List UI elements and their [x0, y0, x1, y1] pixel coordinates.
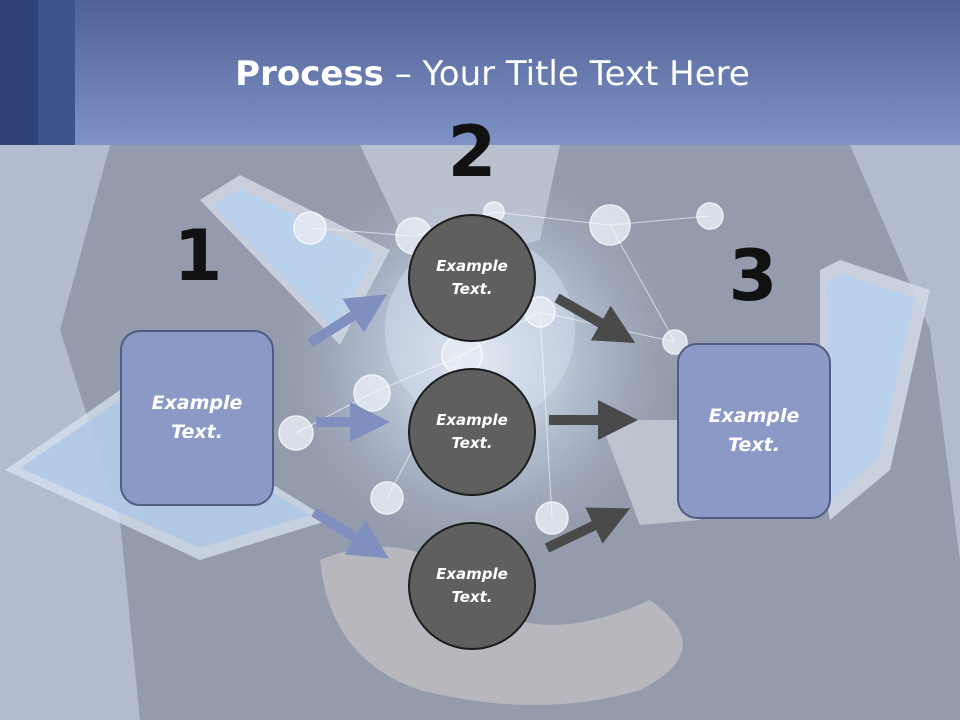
arrow-left-to-top: [307, 294, 387, 348]
slide-title: Process – Your Title Text Here: [0, 52, 960, 96]
title-bold: Process: [235, 54, 384, 94]
step-circle-middle-text: Example Text.: [436, 411, 508, 452]
step-box-right-text: Example Text.: [708, 405, 800, 456]
step-circle-bottom: Example Text.: [408, 522, 536, 650]
step-box-left: Example Text.: [120, 330, 274, 506]
step-number-2: 2: [447, 111, 497, 193]
title-rest: Your Title Text Here: [422, 54, 750, 94]
step-circle-top: Example Text.: [408, 214, 536, 342]
step-box-right: Example Text.: [677, 343, 831, 519]
step-circle-top-text: Example Text.: [436, 257, 508, 298]
title-accent-dark: [0, 0, 38, 145]
arrow-top-to-right: [554, 293, 636, 343]
arrow-bottom-to-right: [544, 507, 631, 553]
title-separator: –: [383, 54, 423, 94]
step-number-1: 1: [173, 215, 223, 297]
title-accent-light: [38, 0, 75, 145]
title-bar: [0, 0, 960, 145]
step-circle-middle: Example Text.: [408, 368, 536, 496]
arrow-left-to-bottom: [311, 507, 389, 559]
step-number-3: 3: [728, 235, 778, 317]
step-circle-bottom-text: Example Text.: [436, 565, 508, 606]
step-box-left-text: Example Text.: [151, 392, 243, 443]
